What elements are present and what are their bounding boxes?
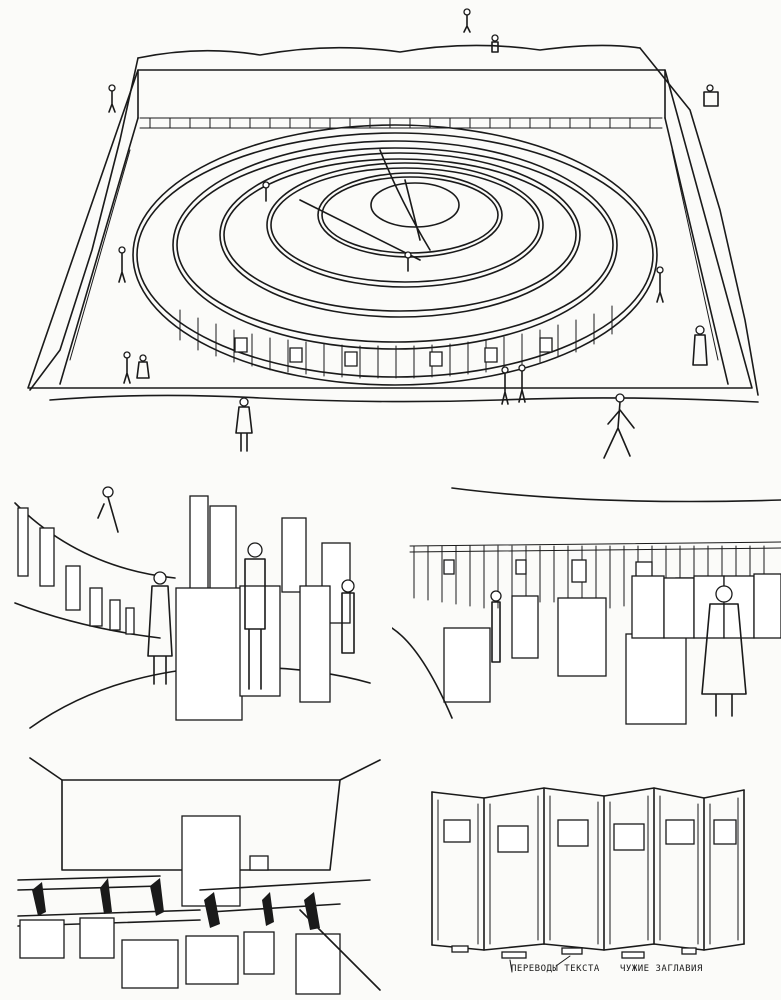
pedestals	[443, 595, 687, 725]
curved-wall-drawing	[14, 486, 371, 729]
screen-rows	[17, 875, 371, 995]
interior-view-curved-wall	[0, 478, 392, 740]
floor-curve	[299, 909, 381, 991]
screen-panels	[431, 787, 745, 951]
hall-back-wall-edges	[137, 69, 666, 119]
visitors	[490, 585, 747, 717]
visitor-figures	[108, 8, 719, 459]
back-screens-row	[139, 117, 663, 129]
wall-bottom-edge	[14, 602, 161, 639]
rope-barrier-right	[639, 47, 759, 396]
ceiling-curve	[451, 487, 781, 503]
screen-pictures	[443, 819, 737, 853]
back-wall-frame	[181, 815, 241, 907]
rope-barrier-left	[29, 57, 139, 391]
caption-text-translations: ПЕРЕВОДЫ ТЕКСТА	[511, 964, 600, 974]
folding-screen-detail	[392, 740, 781, 1000]
caption-pointers	[509, 955, 571, 973]
screen-top-edge	[431, 787, 745, 799]
front-screen-panels	[179, 305, 613, 379]
screens-interior-drawing	[392, 487, 781, 725]
screen-bottom-edge	[431, 943, 745, 951]
folding-screen-drawing	[431, 787, 745, 973]
label-plates	[451, 945, 697, 959]
labyrinth-aerial-view	[0, 0, 781, 480]
wall-sign	[249, 855, 269, 871]
folding-screen-front	[631, 573, 781, 639]
interior-view-among-screens	[392, 478, 781, 740]
side-screens-inner	[69, 149, 719, 361]
screens-right	[175, 495, 351, 721]
caption-foreign-titles: ЧУЖИЕ ЗАГЛАВИЯ	[620, 964, 703, 974]
labyrinth-rings	[132, 124, 658, 386]
rope-barrier-back	[137, 44, 641, 59]
side-screens	[59, 117, 729, 385]
labyrinth-aerial-drawing	[27, 8, 759, 459]
floor-curve	[392, 627, 453, 719]
rope-barrier-front	[49, 394, 759, 403]
visitors	[97, 486, 355, 690]
hall-floor	[27, 69, 753, 389]
wall-frames	[17, 507, 135, 635]
wall-top-edge	[14, 502, 176, 579]
room-drawing	[17, 757, 381, 995]
room-with-screen-rows	[0, 740, 392, 1000]
